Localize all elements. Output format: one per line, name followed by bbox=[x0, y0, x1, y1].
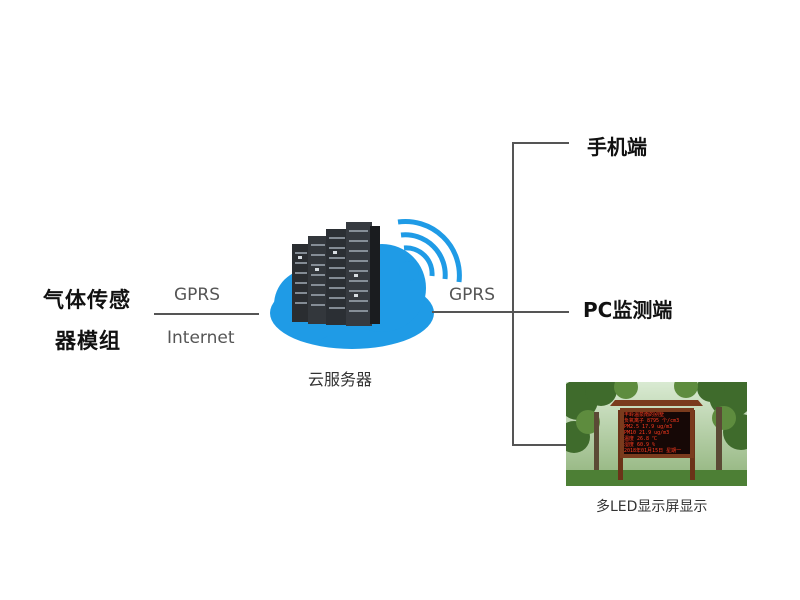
led-line: 2018年01月15日 星期一 bbox=[624, 448, 682, 454]
led-line: PM2.5 17.9 ug/m3 bbox=[624, 424, 673, 430]
branch-line-led bbox=[512, 444, 569, 446]
server-rack-icon bbox=[292, 222, 380, 326]
wireless-signal-icon bbox=[397, 219, 462, 283]
pc-endpoint-label: PC监测端 bbox=[583, 298, 673, 322]
led-display-caption: 多LED显示屏显示 bbox=[596, 499, 708, 515]
sensor-module-label-line2: 器模组 bbox=[55, 329, 121, 353]
led-line: PM10 21.9 ug/m3 bbox=[624, 430, 670, 436]
led-line: 丰岭温泉南的别墅 bbox=[624, 412, 665, 418]
led-display-photo bbox=[566, 382, 747, 486]
sensor-module-label-line1: 气体传感 bbox=[43, 288, 131, 312]
led-line: 温度 26.8 ℃ bbox=[624, 436, 658, 442]
led-line: 负氧离子 8795 个/cm3 bbox=[624, 418, 680, 424]
branch-line-mobile bbox=[512, 142, 569, 144]
left-link-internet-label: Internet bbox=[167, 328, 235, 348]
led-board-text: 丰岭温泉南的别墅 负氧离子 8795 个/cm3 PM2.5 17.9 ug/m… bbox=[624, 412, 690, 454]
cloud-server-caption: 云服务器 bbox=[308, 370, 373, 389]
mobile-endpoint-label: 手机端 bbox=[587, 135, 647, 159]
right-connection-line bbox=[432, 311, 514, 313]
branch-line-pc bbox=[512, 311, 569, 313]
led-line: 湿度 60.9 % bbox=[624, 442, 656, 448]
branch-vertical-line bbox=[512, 142, 514, 446]
right-link-gprs-label: GPRS bbox=[449, 285, 496, 305]
left-connection-line bbox=[154, 313, 259, 315]
left-link-gprs-label: GPRS bbox=[174, 285, 221, 305]
